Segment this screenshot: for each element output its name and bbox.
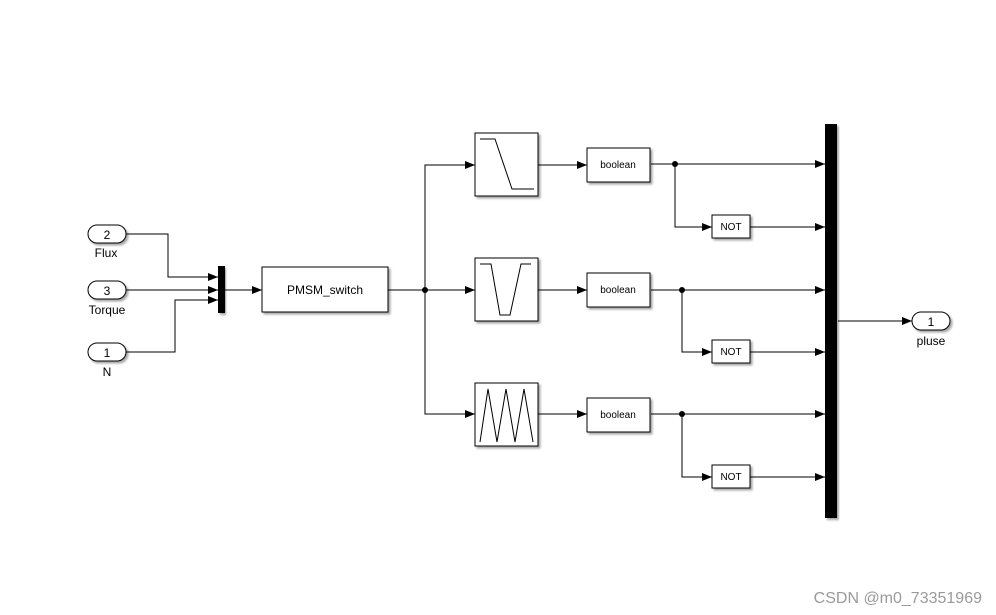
branch-point: [679, 287, 685, 293]
not-2-label: NOT: [720, 347, 741, 358]
trapezoid-wave-icon: [480, 263, 531, 316]
branch-to-not-3-line[interactable]: [681, 414, 712, 481]
inport-n-number: 1: [104, 346, 111, 360]
not-3-label: NOT: [720, 472, 741, 483]
boolean-2-label: boolean: [600, 285, 636, 296]
not-1-label: NOT: [720, 222, 741, 233]
inport-torque-number: 3: [104, 284, 111, 298]
outport-number: 1: [928, 315, 935, 329]
branch-point: [672, 161, 678, 167]
switch-to-lookup-3-line[interactable]: [424, 290, 475, 418]
lookup-block-1[interactable]: [474, 132, 539, 197]
inport-flux-label: Flux: [95, 246, 118, 260]
switch-to-lookup-1-line[interactable]: [424, 161, 475, 290]
inport-torque[interactable]: 3 Torque: [87, 280, 127, 317]
pmsm-switch-subsystem[interactable]: PMSM_switch: [261, 266, 389, 313]
branch-to-not-2-line[interactable]: [681, 290, 712, 356]
inport-n-label: N: [103, 365, 112, 379]
input-mux-block[interactable]: [218, 266, 225, 313]
outport-label: pluse: [917, 334, 946, 348]
inport-flux[interactable]: 2 Flux: [87, 224, 127, 260]
boolean-block-3[interactable]: boolean: [586, 397, 651, 433]
lookup-block-2[interactable]: [474, 257, 539, 322]
not-block-1[interactable]: NOT: [711, 214, 751, 239]
watermark-text: CSDN @m0_73351969: [813, 590, 982, 607]
output-mux-block[interactable]: [825, 124, 837, 518]
boolean-1-label: boolean: [600, 160, 636, 171]
n-signal-line[interactable]: [126, 296, 218, 353]
boolean-3-label: boolean: [600, 410, 636, 421]
outport-pluse[interactable]: 1 pluse: [911, 311, 951, 348]
pmsm-switch-label: PMSM_switch: [287, 283, 363, 297]
branch-to-not-1-line[interactable]: [674, 164, 712, 231]
branch-points: [422, 161, 685, 417]
branch-point: [422, 287, 428, 293]
triangle-wave-icon: [479, 388, 534, 443]
inport-n[interactable]: 1 N: [87, 342, 127, 379]
lookup-block-3[interactable]: [474, 382, 539, 447]
inport-torque-label: Torque: [89, 303, 126, 317]
falling-ramp-icon: [480, 138, 534, 190]
boolean-block-1[interactable]: boolean: [586, 147, 651, 183]
branch-point: [679, 411, 685, 417]
not-block-3[interactable]: NOT: [711, 464, 751, 489]
inport-flux-number: 2: [104, 228, 111, 242]
flux-signal-line[interactable]: [126, 233, 218, 281]
not-block-2[interactable]: NOT: [711, 339, 751, 364]
boolean-block-2[interactable]: boolean: [586, 272, 651, 308]
